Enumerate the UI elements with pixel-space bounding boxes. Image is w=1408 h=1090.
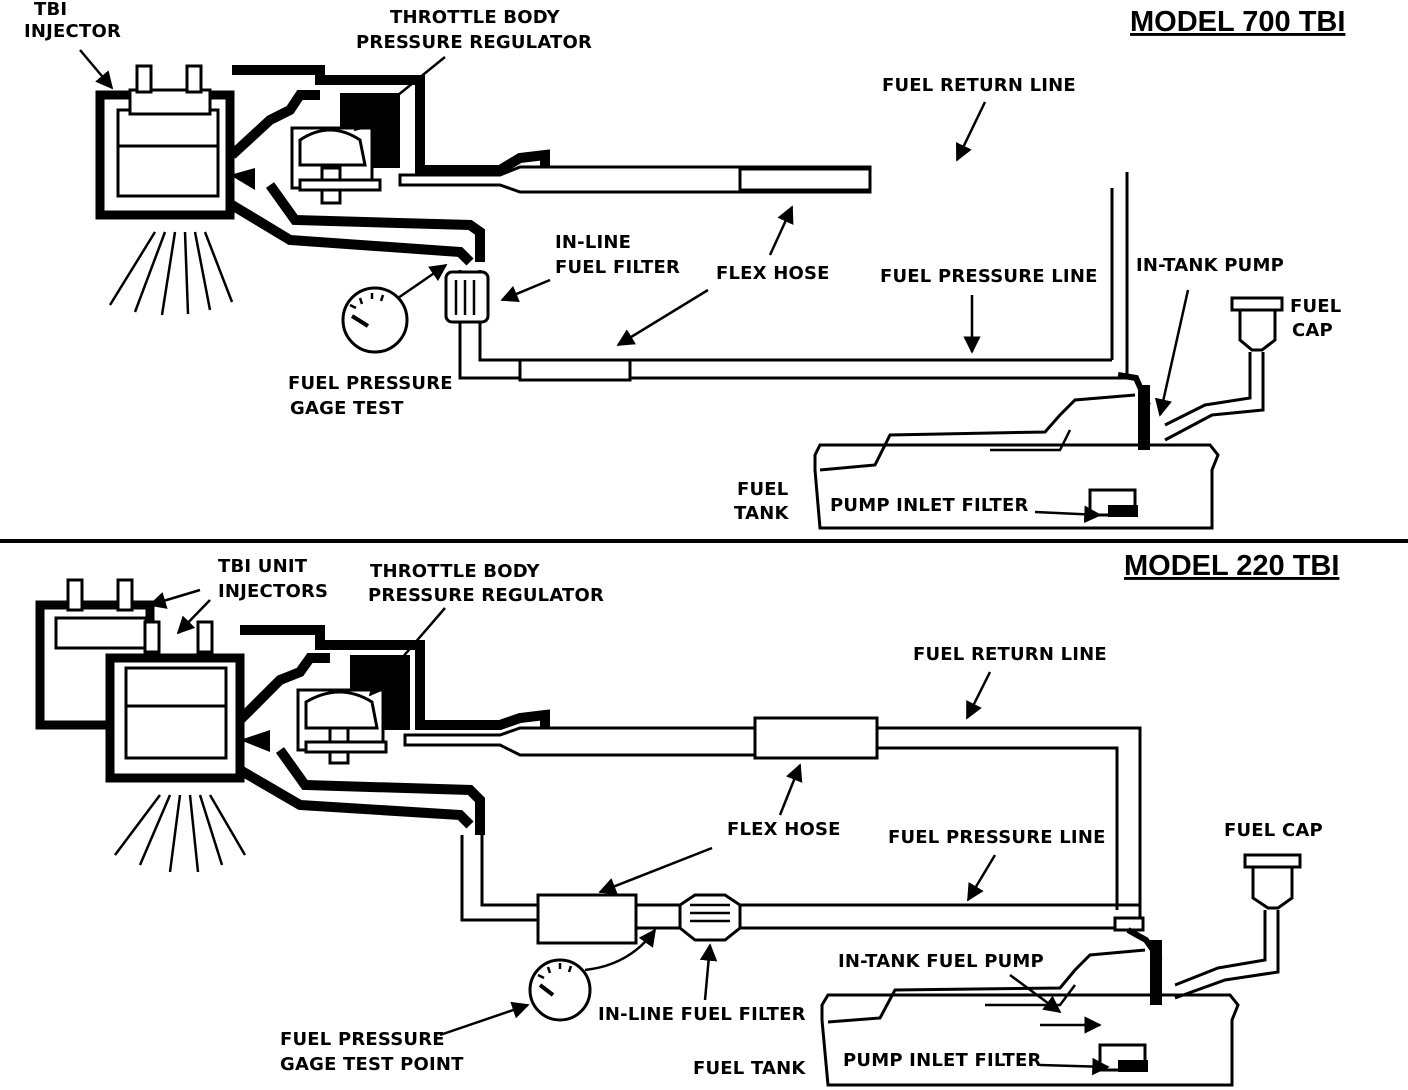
inline-fuel-filter	[444, 270, 490, 324]
panel-model-220: MODEL 220 TBI	[35, 550, 1339, 1087]
return-flex-hose	[753, 716, 879, 760]
label-tank-2: TANK	[734, 503, 789, 524]
label-tank-1: FUEL	[737, 479, 788, 500]
tbi-unit	[95, 64, 255, 316]
label-gage-2: GAGE TEST	[290, 398, 404, 419]
panel-title: MODEL 220 TBI	[1124, 550, 1339, 582]
return-flex-hose	[738, 167, 872, 192]
label-gage-1: FUEL PRESSURE	[280, 1029, 445, 1050]
label-return-line: FUEL RETURN LINE	[882, 75, 1076, 96]
label-filter: IN-LINE FUEL FILTER	[598, 1004, 806, 1025]
fuel-tank	[820, 927, 1240, 1087]
label-injector-1: TBI	[34, 0, 67, 20]
label-flex-hose: FLEX HOSE	[727, 819, 841, 840]
label-cap-2: CAP	[1292, 320, 1333, 341]
pressure-gage	[341, 286, 409, 354]
housing-return-path	[232, 65, 550, 175]
pressure-regulator	[296, 655, 410, 765]
label-regulator-2: PRESSURE REGULATOR	[368, 585, 604, 606]
pressure-flex-hose	[518, 358, 632, 382]
label-pressure-line: FUEL PRESSURE LINE	[888, 827, 1106, 848]
panel-title: MODEL 700 TBI	[1130, 6, 1345, 38]
return-line-pipe	[877, 726, 1142, 920]
label-gage-1: FUEL PRESSURE	[288, 373, 453, 394]
fuel-cap	[1174, 853, 1302, 1000]
label-flex-hose: FLEX HOSE	[716, 263, 830, 284]
label-inlet-filter: PUMP INLET FILTER	[830, 495, 1029, 516]
pressure-regulator	[290, 93, 400, 205]
label-pressure-line: FUEL PRESSURE LINE	[880, 266, 1098, 287]
pressure-line-pipe	[636, 903, 1140, 930]
fuel-cap	[1164, 296, 1284, 442]
pressure-gage	[528, 958, 592, 1022]
inline-fuel-filter	[678, 893, 742, 942]
label-pump: IN-TANK FUEL PUMP	[838, 951, 1044, 972]
fuel-tank	[813, 372, 1220, 530]
label-filter-1: IN-LINE	[555, 232, 631, 253]
label-gage-2: GAGE TEST POINT	[280, 1054, 464, 1075]
label-regulator-1: THROTTLE BODY	[370, 561, 541, 582]
label-return-line: FUEL RETURN LINE	[913, 644, 1107, 665]
label-filter-2: FUEL FILTER	[555, 257, 680, 278]
label-cap-1: FUEL	[1290, 296, 1341, 317]
panel-model-700: MODEL 700 TBI	[24, 0, 1345, 530]
label-regulator-2: PRESSURE REGULATOR	[356, 32, 592, 53]
label-tank: FUEL TANK	[693, 1058, 806, 1079]
label-injector-1: TBI UNIT	[218, 556, 308, 577]
label-inlet-filter: PUMP INLET FILTER	[843, 1050, 1042, 1071]
label-pump: IN-TANK PUMP	[1136, 255, 1284, 276]
label-cap: FUEL CAP	[1224, 820, 1323, 841]
pressure-flex-hose	[536, 893, 638, 945]
tbi-units	[35, 578, 270, 873]
label-regulator-1: THROTTLE BODY	[390, 7, 561, 28]
label-injector-2: INJECTOR	[24, 21, 121, 42]
label-injector-2: INJECTORS	[218, 581, 328, 602]
